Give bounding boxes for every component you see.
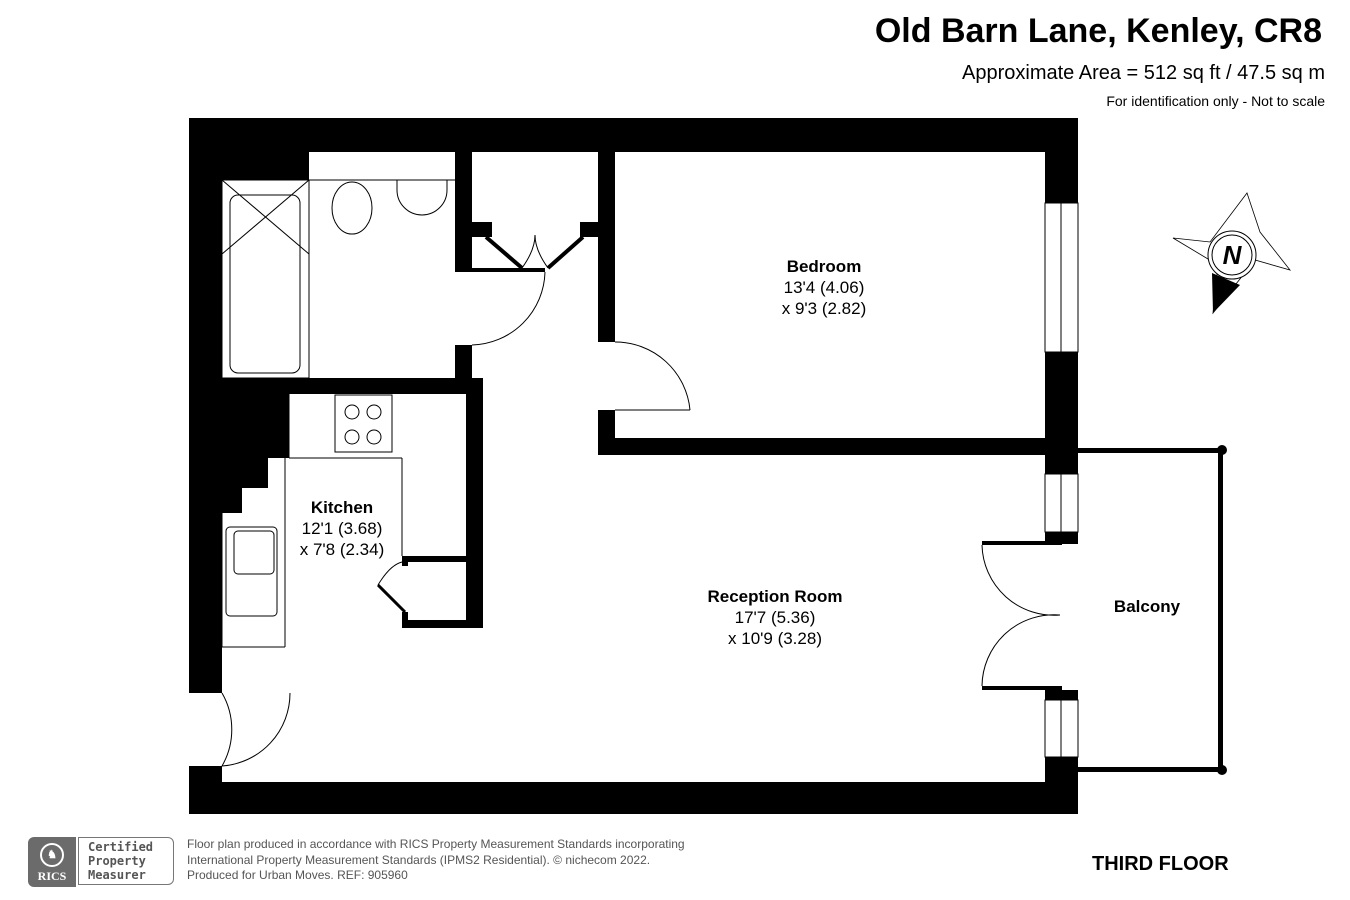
rics-label: RICS xyxy=(37,869,67,883)
room-dim-1: 17'7 (5.36) xyxy=(734,608,816,627)
room-kitchen: Kitchen 12'1 (3.68) x 7'8 (2.34) xyxy=(282,497,402,560)
north-arrow-icon: N xyxy=(1172,192,1292,315)
footer-line: International Property Measurement Stand… xyxy=(187,852,651,867)
floor-label: THIRD FLOOR xyxy=(1092,853,1229,875)
cert-line: Property xyxy=(88,854,146,868)
room-reception: Reception Room 17'7 (5.36) x 10'9 (3.28) xyxy=(685,586,865,649)
room-balcony: Balcony xyxy=(1097,596,1197,617)
room-name: Reception Room xyxy=(707,587,843,606)
room-dim-1: 12'1 (3.68) xyxy=(301,519,383,538)
room-name: Bedroom xyxy=(786,257,862,276)
room-name: Kitchen xyxy=(310,498,374,517)
room-dim-2: x 7'8 (2.34) xyxy=(299,540,385,559)
rics-badge: ♞ RICS xyxy=(28,837,76,887)
scale-note: For identification only - Not to scale xyxy=(1106,93,1325,109)
svg-text:N: N xyxy=(1223,240,1243,270)
approximate-area: Approximate Area = 512 sq ft / 47.5 sq m xyxy=(962,62,1325,84)
room-dim-2: x 10'9 (3.28) xyxy=(728,629,822,648)
cert-line: Certified xyxy=(88,840,154,854)
footer-line: Floor plan produced in accordance with R… xyxy=(187,837,685,851)
footer-line: Produced for Urban Moves. REF: 905960 xyxy=(187,868,408,882)
plan-title: Old Barn Lane, Kenley, CR8 xyxy=(874,12,1322,50)
room-bedroom: Bedroom 13'4 (4.06) x 9'3 (2.82) xyxy=(764,256,884,319)
rics-crest-icon: ♞ xyxy=(40,843,64,867)
certified-measurer-badge: Certified Property Measurer xyxy=(78,837,174,885)
room-dim-2: x 9'3 (2.82) xyxy=(781,299,867,318)
cert-line: Measurer xyxy=(88,868,146,882)
room-dim-1: 13'4 (4.06) xyxy=(783,278,865,297)
room-name: Balcony xyxy=(1113,597,1181,616)
footer-disclaimer: Floor plan produced in accordance with R… xyxy=(187,837,685,884)
